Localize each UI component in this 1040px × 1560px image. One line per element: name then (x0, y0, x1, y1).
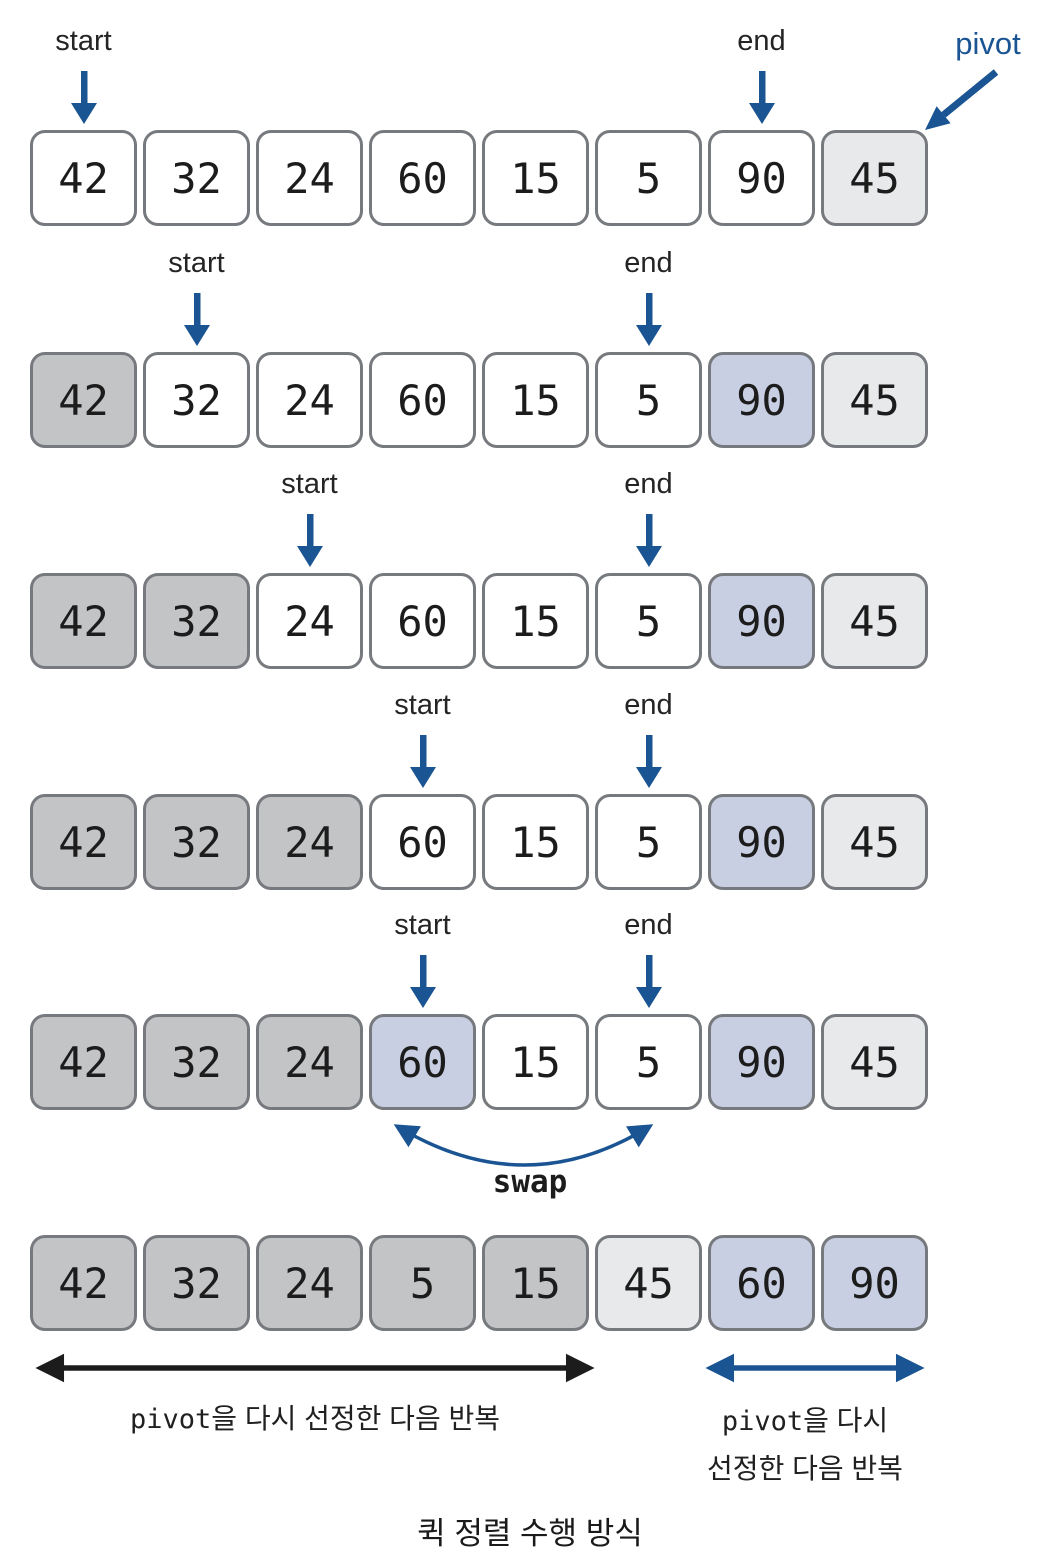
pivot-arrow-icon (925, 69, 999, 130)
array-cell: 15 (482, 1014, 589, 1110)
array-cell: 32 (143, 130, 250, 226)
right-annotation-text: 을 다시 (803, 1405, 889, 1436)
end-label: end (624, 468, 673, 500)
array-cell: 60 (369, 573, 476, 669)
array-cell: 42 (30, 1014, 137, 1110)
array-cell: 90 (708, 130, 815, 226)
array-cell: 24 (256, 573, 363, 669)
end-arrow-icon (635, 514, 662, 567)
start-arrow-icon (70, 71, 97, 124)
array-cell: 24 (256, 352, 363, 448)
start-label: start (55, 25, 112, 57)
right-partition-annotation-line2: 선정한 다음 반복 (707, 1453, 903, 1484)
array-cell: 42 (30, 794, 137, 890)
array-cell: 42 (30, 130, 137, 226)
array-cell: 5 (369, 1235, 476, 1331)
start-arrow-icon (296, 514, 323, 567)
left-partition-range-arrow-icon (35, 1353, 595, 1383)
array-cell: 32 (143, 352, 250, 448)
array-cell: 15 (482, 573, 589, 669)
start-arrow-icon (409, 735, 436, 788)
array-cell: 60 (369, 794, 476, 890)
start-arrow-icon (409, 955, 436, 1008)
array-cell: 90 (708, 352, 815, 448)
start-label: start (394, 909, 451, 941)
array-cell: 24 (256, 1014, 363, 1110)
end-arrow-icon (748, 71, 775, 124)
swap-arrow-icon (393, 1124, 654, 1167)
end-arrow-icon (635, 293, 662, 346)
end-label: end (737, 25, 786, 57)
array-cell: 32 (143, 1235, 250, 1331)
array-cell: 5 (595, 794, 702, 890)
end-label: end (624, 689, 673, 721)
array-cell: 32 (143, 1014, 250, 1110)
array-cell: 15 (482, 1235, 589, 1331)
array-cell: 90 (708, 794, 815, 890)
end-arrow-icon (635, 735, 662, 788)
array-cell: 45 (595, 1235, 702, 1331)
end-label: end (624, 909, 673, 941)
right-annotation-code: pivot (721, 1406, 804, 1437)
array-cell: 5 (595, 352, 702, 448)
pivot-label: pivot (955, 26, 1021, 61)
array-cell: 15 (482, 352, 589, 448)
end-label: end (624, 247, 673, 279)
array-cell: 60 (369, 352, 476, 448)
array-cell: 32 (143, 794, 250, 890)
array-cell: 45 (821, 573, 928, 669)
array-cell: 15 (482, 130, 589, 226)
left-partition-annotation: pivot을 다시 선정한 다음 반복 (40, 1402, 590, 1437)
array-cell: 5 (595, 573, 702, 669)
array-cell: 90 (708, 1014, 815, 1110)
swap-label: swap (492, 1164, 568, 1200)
figure-caption: 퀵 정렬 수행 방식 (417, 1516, 643, 1551)
array-cell: 24 (256, 1235, 363, 1331)
right-partition-range-arrow-icon (705, 1353, 925, 1383)
start-label: start (168, 247, 225, 279)
start-label: start (394, 689, 451, 721)
array-cell: 15 (482, 794, 589, 890)
array-cell: 5 (595, 130, 702, 226)
array-cell: 45 (821, 352, 928, 448)
array-cell: 60 (369, 1014, 476, 1110)
array-cell: 45 (821, 1014, 928, 1110)
start-arrow-icon (183, 293, 210, 346)
array-cell: 42 (30, 352, 137, 448)
start-label: start (281, 468, 338, 500)
array-cell: 32 (143, 573, 250, 669)
end-arrow-icon (635, 955, 662, 1008)
array-cell: 5 (595, 1014, 702, 1110)
array-cell: 24 (256, 130, 363, 226)
left-annotation-text: 을 다시 선정한 다음 반복 (211, 1403, 500, 1434)
array-cell: 24 (256, 794, 363, 890)
array-cell: 60 (369, 130, 476, 226)
array-cell: 90 (821, 1235, 928, 1331)
array-cell: 45 (821, 130, 928, 226)
array-cell: 90 (708, 573, 815, 669)
left-annotation-code: pivot (130, 1404, 212, 1435)
array-cell: 42 (30, 1235, 137, 1331)
right-partition-annotation-line1: pivot을 다시 (660, 1404, 950, 1439)
array-cell: 60 (708, 1235, 815, 1331)
array-cell: 42 (30, 573, 137, 669)
array-cell: 45 (821, 794, 928, 890)
